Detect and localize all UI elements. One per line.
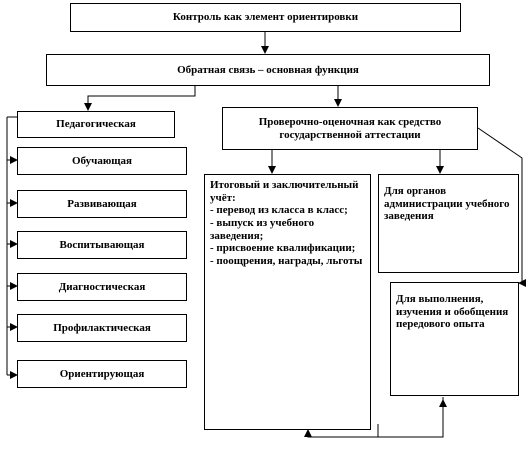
- administration-box: Для органов администрации учебного завед…: [378, 174, 519, 273]
- left-item-educating: Воспитывающая: [17, 231, 187, 259]
- advanced-experience-label: Для выполнения, изучения и обобщения пер…: [396, 293, 509, 331]
- left-item-orienting: Ориентирующая: [17, 360, 187, 388]
- root-box: Контроль как элемент ориентировки: [70, 3, 461, 32]
- left-item-label: Профилактическая: [53, 321, 151, 334]
- final-accounting-label: Итоговый и заключительный учёт: - перево…: [210, 179, 363, 267]
- left-item-label: Ориентирующая: [59, 367, 145, 380]
- left-item-developing: Развивающая: [17, 190, 187, 218]
- verification-label: Проверочно-оценочная как средство госуда…: [258, 115, 442, 141]
- administration-label: Для органов администрации учебного завед…: [384, 185, 510, 223]
- feedback-box: Обратная связь – основная функция: [46, 54, 490, 86]
- arrow-to-advanced-experience: [477, 127, 526, 287]
- root-label: Контроль как элемент ориентировки: [172, 11, 359, 24]
- left-item-label: Диагностическая: [58, 280, 146, 293]
- advanced-experience-box: Для выполнения, изучения и обобщения пер…: [390, 282, 519, 396]
- pedagogical-label: Педагогическая: [56, 118, 136, 131]
- left-item-preventive: Профилактическая: [17, 314, 187, 342]
- left-item-label: Обучающая: [72, 154, 132, 167]
- left-item-diagnostic: Диагностическая: [17, 273, 187, 301]
- feedback-label: Обратная связь – основная функция: [177, 63, 359, 76]
- verification-box: Проверочно-оценочная как средство госуда…: [222, 107, 478, 150]
- final-accounting-box: Итоговый и заключительный учёт: - перево…: [204, 174, 371, 430]
- left-item-label: Развивающая: [67, 197, 137, 210]
- left-item-label: Воспитывающая: [59, 238, 145, 251]
- left-item-teaching: Обучающая: [17, 147, 187, 175]
- arrow-feedback-to-pedagogical: [84, 86, 196, 111]
- pedagogical-box: Педагогическая: [17, 111, 175, 138]
